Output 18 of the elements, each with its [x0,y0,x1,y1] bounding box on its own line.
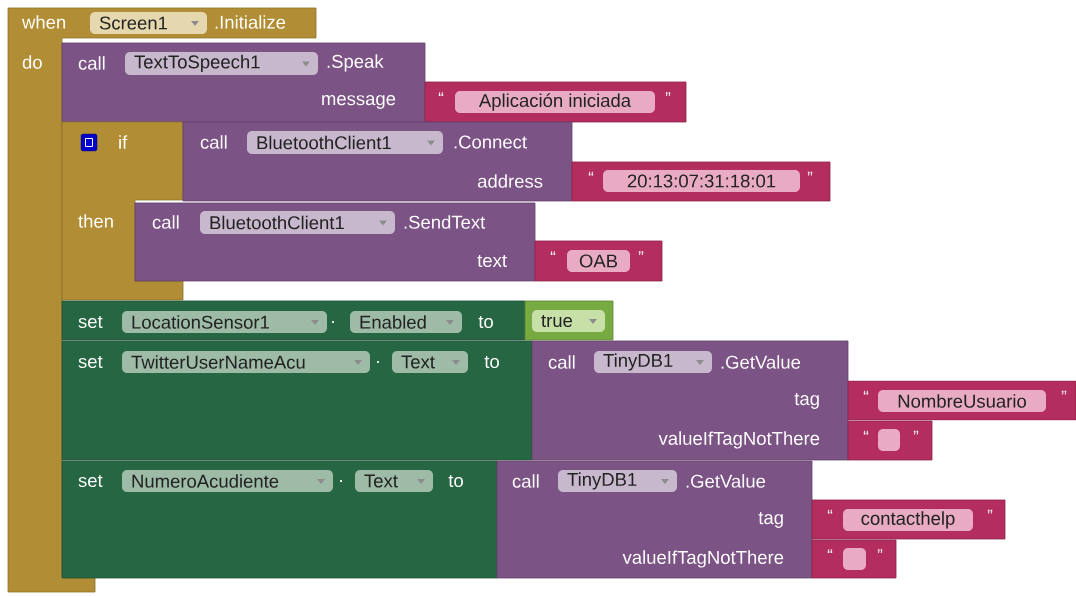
text-field: NombreUsuario [878,390,1046,412]
dropdown-field: BluetoothClient1 [247,131,443,154]
dropdown-field: TinyDB1 [558,470,677,492]
text-field: contacthelp [843,509,973,531]
dropdown-field: TwitterUserNameAcu [122,351,370,373]
dropdown-field: Text [392,351,468,373]
dropdown-field: BluetoothClient1 [200,211,395,234]
dropdown-field: NumeroAcudiente [122,470,333,492]
dropdown-field: true [532,310,605,332]
dropdown-field: Enabled [350,311,462,333]
text-field: 20:13:07:31:18:01 [603,170,800,192]
text-field: Aplicación iniciada [455,91,655,113]
dropdown-field: Text [355,470,433,492]
dropdown-field: TextToSpeech1 [125,52,318,75]
dropdown-field: TinyDB1 [594,351,712,373]
dropdown-field: Screen1 [90,12,207,34]
text-field: OAB [567,250,630,272]
dropdown-field: LocationSensor1 [122,311,327,333]
